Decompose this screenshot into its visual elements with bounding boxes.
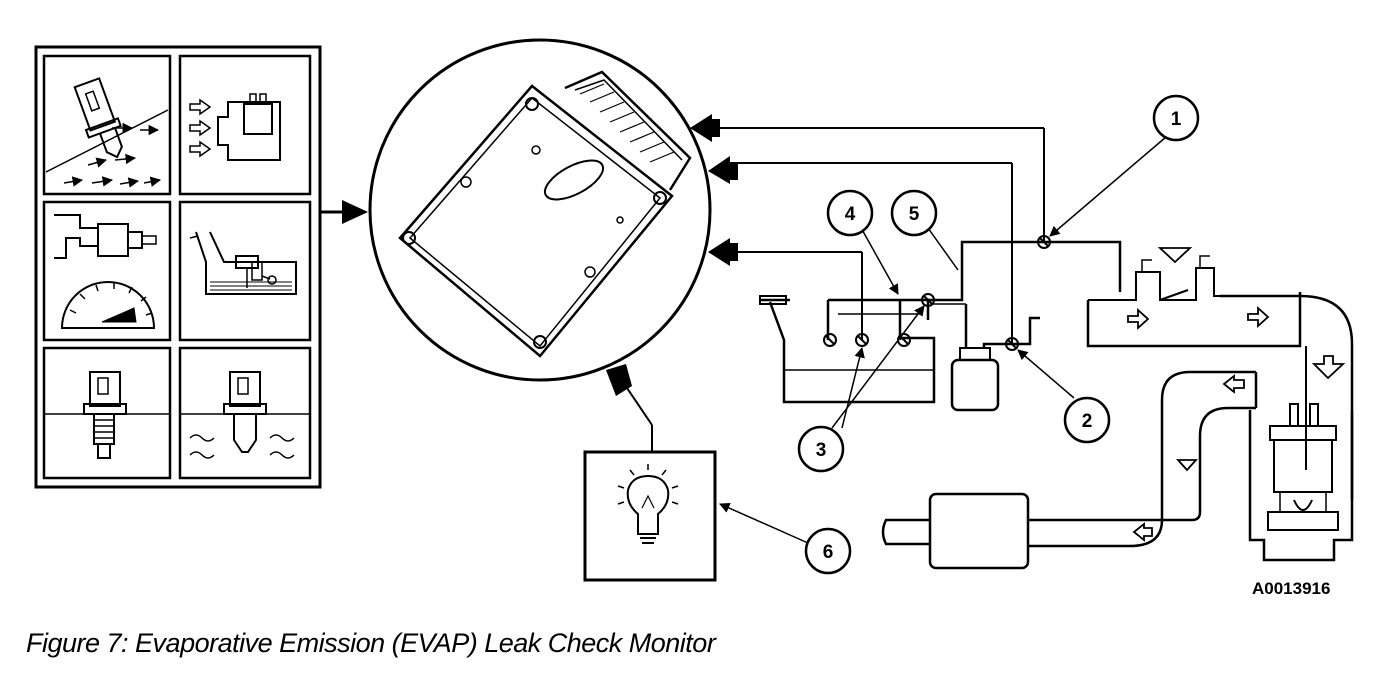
callout-6-label: 6 [823, 542, 834, 563]
callout-5: 5 [890, 189, 938, 237]
leader-lines [719, 136, 1167, 544]
input-arrow [320, 200, 368, 224]
throttle-sensor-icon [42, 54, 172, 196]
callout-6: 6 [804, 527, 852, 575]
callout-4: 4 [826, 189, 874, 237]
callout-1-label: 1 [1171, 109, 1182, 130]
callout-1: 1 [1152, 94, 1200, 142]
callout-4-label: 4 [845, 204, 856, 225]
pcm-module [368, 38, 712, 382]
sensor-input-panel [34, 45, 322, 489]
lamp-bulb-icon [617, 464, 679, 544]
iat-sensor-icon [42, 346, 172, 480]
output-arrows [606, 114, 738, 396]
callout-3-label: 3 [816, 440, 827, 461]
callout-3: 3 [797, 425, 845, 473]
figure-reference-id: A0013916 [1252, 579, 1330, 598]
fuel-tank [759, 295, 936, 404]
ect-sensor-icon [178, 346, 312, 480]
maf-sensor-icon [178, 54, 312, 196]
figure-caption: Figure 7: Evaporative Emission (EVAP) Le… [26, 628, 716, 658]
evap-canister [928, 240, 1122, 412]
signal-lines [626, 127, 1045, 452]
fuel-level-icon [178, 200, 312, 342]
callout-2: 2 [1063, 396, 1111, 444]
callout-2-label: 2 [1082, 411, 1093, 432]
mil-lamp-box [583, 450, 717, 582]
pressure-gauge-icon [42, 200, 172, 342]
engine-assembly [881, 247, 1354, 570]
callout-5-label: 5 [909, 204, 920, 225]
valves [823, 235, 1051, 351]
